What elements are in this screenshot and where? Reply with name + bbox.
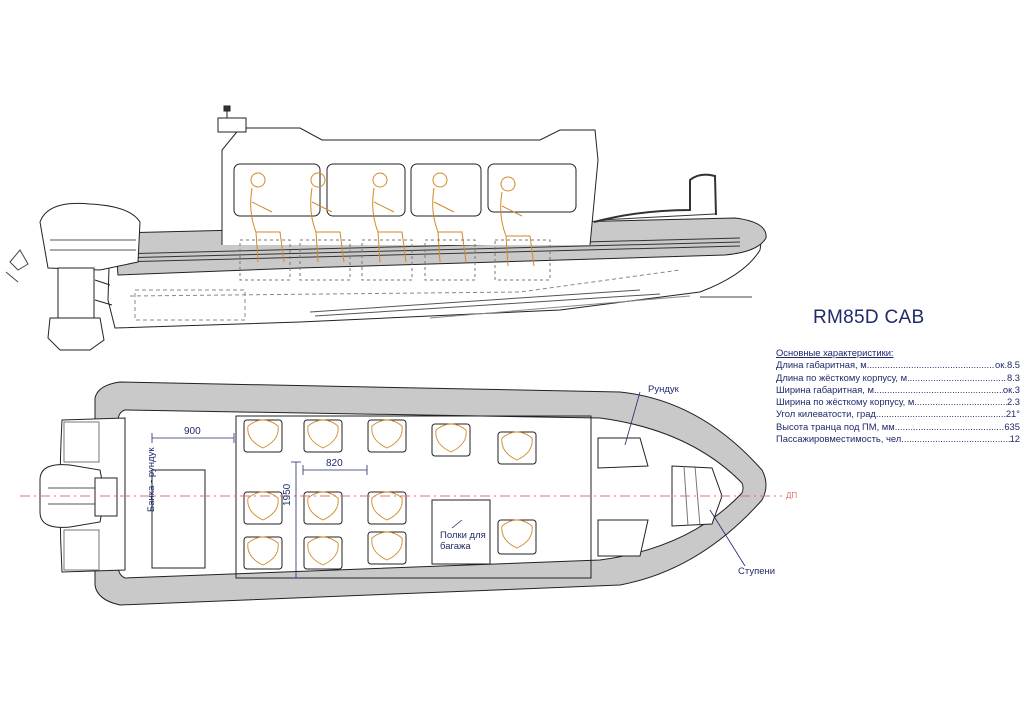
spec-row: Длина по жёсткому корпусу, м 8.3 bbox=[776, 372, 1020, 384]
seats-side bbox=[239, 239, 551, 281]
label-rundук: Рундук bbox=[648, 384, 679, 395]
spec-row: Пассажировместимость, чел 12 bbox=[776, 433, 1020, 445]
specs-table: Основные характеристики: Длина габаритна… bbox=[776, 347, 1020, 445]
dimension-lines bbox=[151, 433, 368, 579]
bow-locker-top bbox=[597, 437, 649, 469]
bow-locker-bottom bbox=[597, 519, 649, 557]
outboard-motor-plan bbox=[39, 464, 118, 528]
spec-label: Высота транца под ПМ, мм bbox=[776, 420, 895, 432]
drawing-title: RM85D CAB bbox=[813, 307, 925, 328]
luggage-shelf bbox=[431, 499, 491, 565]
window-4 bbox=[487, 163, 577, 213]
spec-label: Угол килеватости, град bbox=[776, 408, 876, 420]
spec-value: 21° bbox=[1005, 408, 1020, 420]
spec-row: Высота транца под ПМ, мм 635 bbox=[776, 421, 1020, 433]
spec-row: Длина габаритная, м ок.8.5 bbox=[776, 359, 1020, 371]
dimension-820: 820 bbox=[326, 458, 343, 469]
spec-value: 635 bbox=[1004, 420, 1020, 432]
spec-row: Угол килеватости, град 21° bbox=[776, 408, 1020, 420]
leader-lines bbox=[451, 391, 746, 567]
window-1 bbox=[233, 163, 321, 217]
label-centerline: ДП bbox=[786, 491, 798, 500]
passengers-plan bbox=[247, 419, 533, 566]
plan-view bbox=[20, 381, 782, 606]
dimension-900: 900 bbox=[184, 426, 201, 437]
label-luggage-shelf: Полки для багажа bbox=[440, 530, 486, 552]
spec-label: Длина по жёсткому корпусу, м bbox=[776, 371, 908, 383]
spec-value: 12 bbox=[1009, 433, 1020, 445]
window-2 bbox=[326, 163, 406, 217]
spec-label: Ширина по жёсткому корпусу, м bbox=[776, 396, 915, 408]
spec-value: ок.8.5 bbox=[995, 359, 1020, 371]
window-3 bbox=[410, 163, 482, 217]
label-steps: Ступени bbox=[738, 566, 776, 577]
outboard-motor-side bbox=[5, 202, 141, 351]
spec-value: ок.3 bbox=[1002, 383, 1020, 395]
dimension-1950: 1950 bbox=[282, 483, 293, 506]
spec-row: Ширина по жёсткому корпусу, м 2.3 bbox=[776, 396, 1020, 408]
bow-railing bbox=[593, 173, 717, 223]
passengers-side bbox=[250, 172, 535, 267]
label-bench-locker: Банка - рундук bbox=[146, 447, 157, 512]
spec-label: Ширина габаритная, м bbox=[776, 383, 874, 395]
side-view bbox=[5, 105, 767, 351]
spec-label: Длина габаритная, м bbox=[776, 359, 867, 371]
spec-value: 8.3 bbox=[1006, 371, 1020, 383]
spec-label: Пассажировместимость, чел bbox=[776, 433, 902, 445]
spec-row: Ширина габаритная, м ок.3 bbox=[776, 384, 1020, 396]
spec-value: 2.3 bbox=[1006, 396, 1020, 408]
specs-header: Основные характеристики: bbox=[776, 347, 894, 358]
